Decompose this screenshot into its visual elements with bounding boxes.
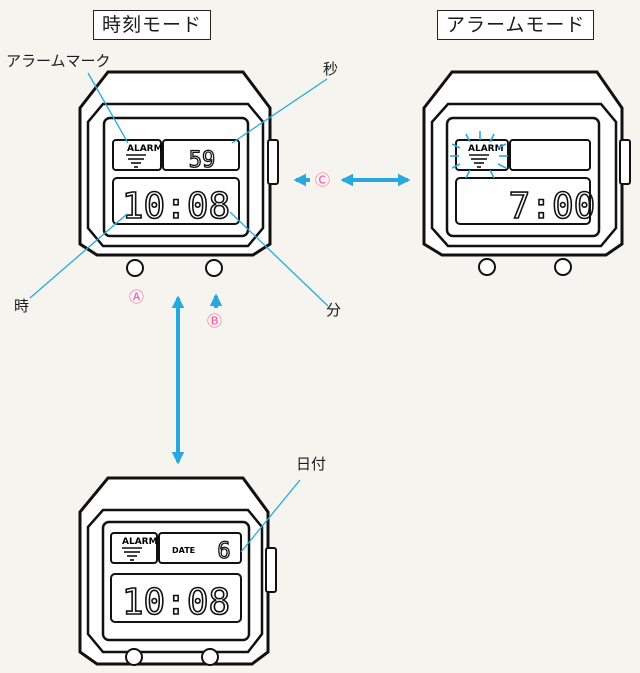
- button-b-label: Ⓑ: [207, 312, 223, 330]
- leader-seconds: [231, 78, 328, 144]
- button-c-label: Ⓒ: [315, 171, 331, 189]
- leader-lines: [29, 72, 329, 553]
- date-display: 6: [217, 539, 230, 564]
- leader-date: [240, 479, 301, 553]
- time-display: 10:08: [122, 582, 230, 623]
- button-a: [478, 258, 496, 276]
- alarm-mark-label: アラームマーク: [6, 52, 111, 70]
- alarm-bell-icon: [469, 154, 489, 168]
- button-b: [205, 259, 223, 277]
- alarm-bell-icon: [126, 154, 146, 168]
- watch-date-mode: ALARM DATE 6 10:08: [78, 476, 277, 666]
- leader-hours: [29, 213, 128, 299]
- watch-time-mode: ALARM 59 10:08: [78, 70, 279, 277]
- button-b: [554, 258, 572, 276]
- date-indicator-text: DATE: [172, 546, 195, 555]
- watch-alarm-mode: ALARM 7:00: [422, 70, 631, 276]
- time-mode-title: 時刻モード: [93, 10, 212, 40]
- minutes-label: 分: [326, 301, 342, 319]
- seconds-display: 59: [189, 148, 216, 173]
- seconds-label: 秒: [323, 60, 339, 78]
- button-b: [201, 648, 219, 666]
- blink-rays-icon: [450, 131, 508, 179]
- leader-alarm-mark: [87, 72, 129, 144]
- date-label: 日付: [296, 455, 327, 473]
- alarm-indicator-text: ALARM: [122, 537, 158, 547]
- button-a-label: Ⓐ: [129, 288, 145, 306]
- alarm-time-display: 7:00: [509, 186, 596, 227]
- time-display: 10:08: [122, 186, 230, 227]
- alarm-indicator-text: ALARM: [468, 144, 504, 154]
- alarm-indicator-text: ALARM: [127, 144, 163, 154]
- leader-minutes: [229, 211, 329, 307]
- alarm-mode-title: アラームモード: [437, 10, 595, 40]
- hours-label: 時: [14, 297, 30, 315]
- button-a: [126, 259, 144, 277]
- alarm-bell-icon: [122, 547, 142, 561]
- button-a: [125, 648, 143, 666]
